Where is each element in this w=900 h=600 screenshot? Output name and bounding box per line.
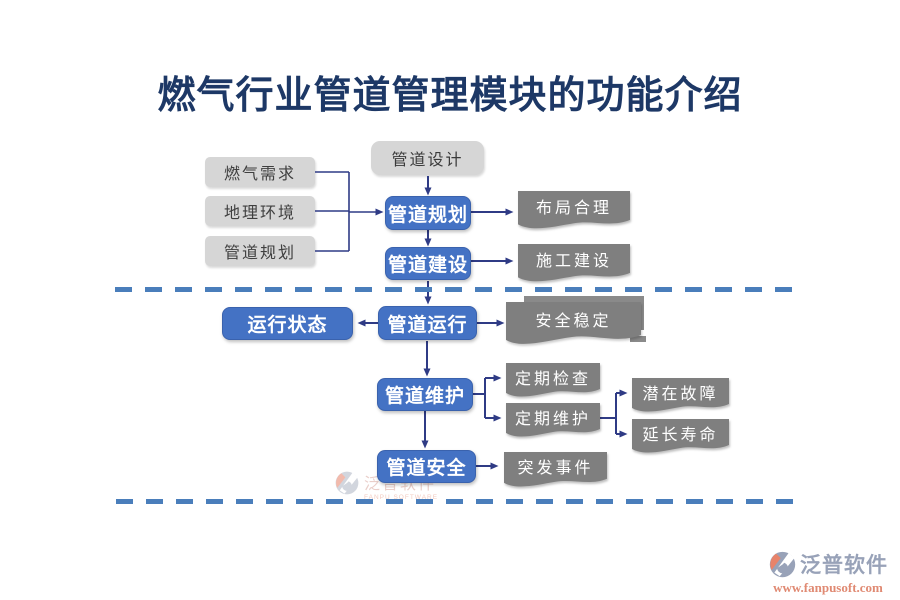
- status-label: 运行状态: [247, 315, 328, 336]
- dashed-divider-top: [115, 287, 801, 292]
- footer-brand: 泛普软件: [800, 554, 888, 577]
- stage-label: 管道建设: [387, 255, 468, 276]
- input-label: 管道规划: [223, 245, 296, 262]
- stage-label: 管道维护: [384, 386, 465, 407]
- page-title: 燃气行业管道管理模块的功能介绍: [157, 75, 743, 117]
- outcome-box-upkeep: 定期维护: [506, 403, 600, 439]
- stage-box-operation: 管道运行: [378, 306, 477, 340]
- outcome-label: 布局合理: [535, 200, 612, 218]
- outcome-box-build: 施工建设: [518, 244, 630, 284]
- fanpu-logo-icon: [335, 471, 359, 495]
- stage-box-construction: 管道建设: [385, 247, 471, 280]
- dashed-divider-bottom: [116, 499, 802, 504]
- footer-logo: 泛普软件 www.fanpusoft.com: [768, 549, 888, 596]
- status-box-operation-state: 运行状态: [222, 307, 353, 340]
- outcome-label: 潜在故障: [642, 385, 719, 403]
- input-box-pipe-plan: 管道规划: [205, 236, 315, 266]
- stack-tab-layer: [630, 336, 646, 342]
- input-label: 地理环境: [223, 205, 296, 222]
- input-box-gas-demand: 燃气需求: [205, 157, 315, 187]
- outcome-box-stable: 安全稳定: [506, 302, 641, 348]
- outcome-label: 突发事件: [517, 460, 594, 478]
- stage-label: 管道规划: [387, 204, 468, 226]
- watermark-brand-en: FANPU SOFTWARE: [364, 494, 439, 501]
- stage-label: 管道运行: [387, 314, 468, 336]
- outcome-box-lifespan: 延长寿命: [632, 419, 729, 455]
- stage-box-maintenance: 管道维护: [377, 378, 473, 411]
- stage-box-planning: 管道规划: [385, 196, 471, 230]
- input-box-geography: 地理环境: [205, 196, 315, 226]
- footer-url: www.fanpusoft.com: [773, 580, 883, 595]
- outcome-box-emergency: 突发事件: [504, 452, 607, 489]
- outcome-label: 定期检查: [514, 370, 591, 388]
- stage-label: 管道安全: [386, 458, 467, 479]
- outcome-label: 施工建设: [535, 253, 612, 271]
- outcome-box-fault: 潜在故障: [632, 378, 729, 414]
- fanpu-logo-icon: [769, 551, 796, 577]
- design-label: 管道设计: [391, 152, 464, 169]
- design-box: 管道设计: [371, 141, 484, 175]
- input-label: 燃气需求: [223, 166, 296, 183]
- outcome-box-inspection: 定期检查: [506, 363, 600, 399]
- outcome-label: 安全稳定: [535, 313, 612, 331]
- outcome-label: 延长寿命: [642, 426, 719, 444]
- outcome-box-layout: 布局合理: [518, 191, 630, 231]
- outcome-label: 定期维护: [514, 410, 591, 428]
- stage-box-safety: 管道安全: [377, 450, 476, 483]
- outcome-box-stable-stack: 安全稳定: [506, 296, 656, 350]
